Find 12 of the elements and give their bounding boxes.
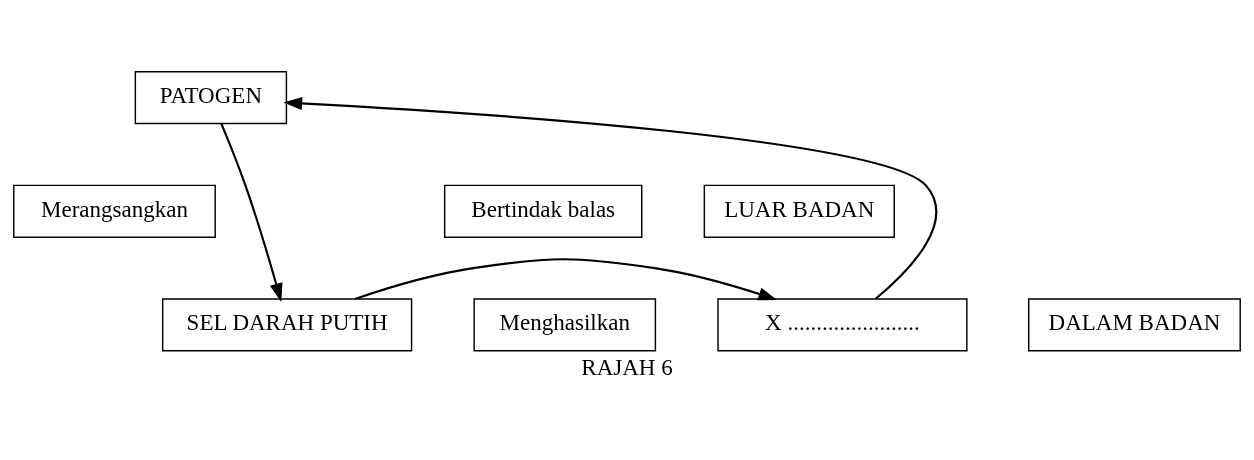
node-box: Bertindak balas [443,184,643,238]
arrow [283,96,938,300]
caption: RAJAH 6 [581,354,673,381]
node-box: Menghasilkan [473,298,657,352]
node-box: LUAR BADAN [703,184,895,238]
node-box: SEL DARAH PUTIH [161,298,413,352]
arrow [220,123,283,302]
arrow [354,258,778,301]
node-box: X ....................... [717,298,968,352]
node-box: PATOGEN [134,71,288,125]
node-box: DALAM BADAN [1028,298,1241,352]
node-box: Merangsangkan [13,184,216,238]
